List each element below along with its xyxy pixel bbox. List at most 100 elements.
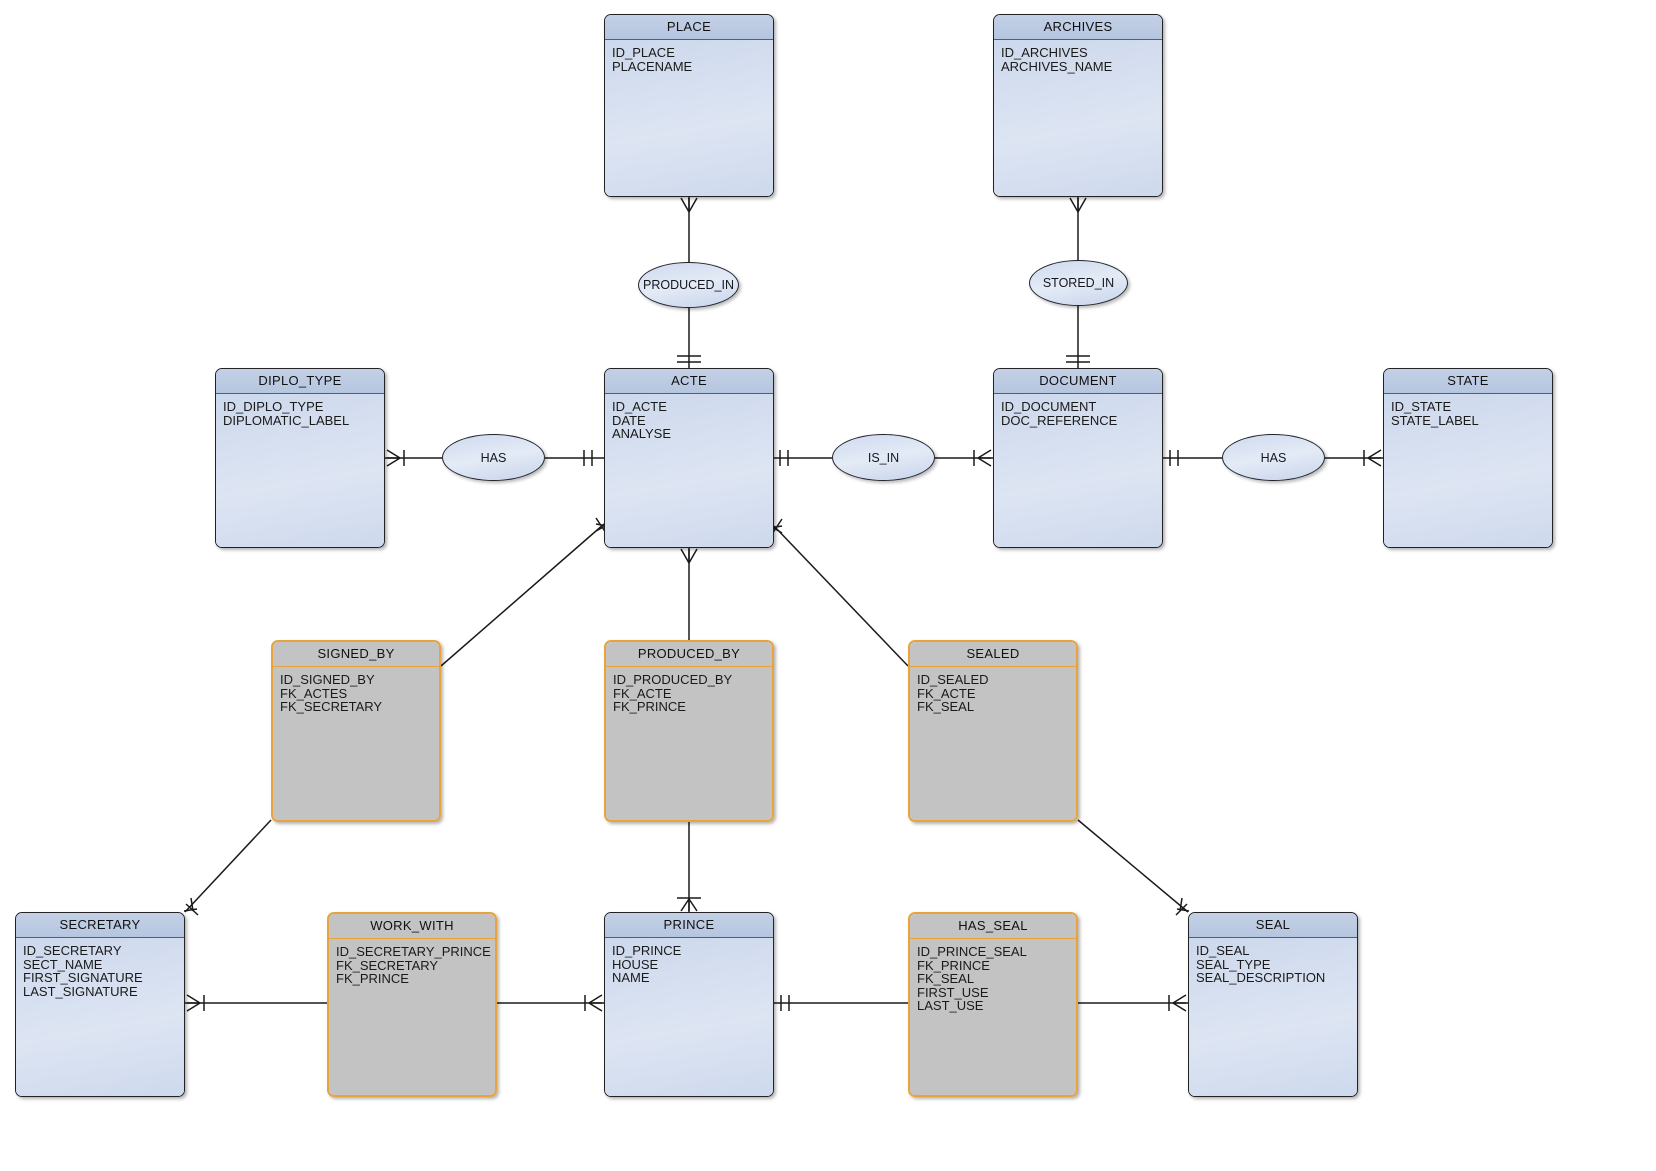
relationship-has_state[interactable]: HAS xyxy=(1222,434,1325,481)
crowfoot-seal-left xyxy=(1171,994,1187,1012)
crowfoot-prince-top xyxy=(680,897,698,912)
crowfoot-seal-corner xyxy=(1175,897,1190,916)
attribute-row: FK_SEAL xyxy=(917,699,975,715)
attribute-row: NAME xyxy=(612,970,650,986)
relationship-produced_in[interactable]: PRODUCED_IN xyxy=(638,262,739,308)
attribute-row: ID_PLACE xyxy=(612,45,675,60)
attribute-row: ID_SIGNED_BY xyxy=(280,672,375,687)
entity-title-place: PLACE xyxy=(605,15,773,40)
attribute-row: ID_ARCHIVES xyxy=(1001,45,1088,60)
relationship-label: HAS xyxy=(480,450,507,465)
entity-title-document: DOCUMENT xyxy=(994,369,1162,394)
attribute-row: FK_SEAL xyxy=(917,971,975,987)
entity-title-acte: ACTE xyxy=(605,369,773,394)
attribute-row: ID_DIPLO_TYPE xyxy=(223,399,324,414)
relationship-is_in[interactable]: IS_IN xyxy=(832,434,935,481)
attribute-row: ID_ACTE xyxy=(612,399,667,414)
attribute-row: ID_PRODUCED_BY xyxy=(613,672,733,687)
attribute-row: FK_SECRETARY xyxy=(280,699,383,715)
crowfoot-secretary-corner xyxy=(183,897,199,916)
attribute-row: DIPLOMATIC_LABEL xyxy=(223,412,350,428)
attribute-row: FIRST_SIGNATURE xyxy=(23,970,143,986)
crowfoot-state-left xyxy=(1366,449,1382,467)
crowfoot-document-left xyxy=(976,449,992,467)
attribute-row: ID_SECRETARY_PRINCE xyxy=(336,944,491,959)
attribute-row: ID_PRINCE xyxy=(612,943,682,958)
attribute-row: FK_ACTES xyxy=(280,685,348,701)
attribute-row: LAST_USE xyxy=(917,998,984,1014)
entity-title-produced_by: PRODUCED_BY xyxy=(606,642,772,667)
attribute-row: SEAL_TYPE xyxy=(1196,956,1271,972)
entity-title-seal: SEAL xyxy=(1189,913,1357,938)
attribute-row: ANALYSE xyxy=(612,426,672,442)
attribute-row: FK_ACTE xyxy=(917,685,976,701)
connector-acte-signed_by xyxy=(440,523,605,667)
attribute-row: FK_PRINCE xyxy=(613,699,686,715)
relationship-label: HAS xyxy=(1260,450,1287,465)
attribute-row: PLACENAME xyxy=(612,58,693,74)
attribute-row: SECT_NAME xyxy=(23,956,103,972)
entity-title-work_with: WORK_WITH xyxy=(329,914,495,939)
attribute-row: SEAL_DESCRIPTION xyxy=(1196,970,1326,986)
attribute-row: LAST_SIGNATURE xyxy=(23,983,138,999)
entity-title-prince: PRINCE xyxy=(605,913,773,938)
entity-title-diplo_type: DIPLO_TYPE xyxy=(216,369,384,394)
relationship-stored_in[interactable]: STORED_IN xyxy=(1029,260,1128,306)
connector-signed_by-secretary xyxy=(184,819,272,913)
entity-title-archives: ARCHIVES xyxy=(994,15,1162,40)
attribute-row: FK_PRINCE xyxy=(336,971,409,987)
connector-sealed-seal xyxy=(1077,819,1189,913)
crowfoot-place xyxy=(680,197,698,214)
entity-title-sealed: SEALED xyxy=(910,642,1076,667)
attribute-row: ARCHIVES_NAME xyxy=(1001,58,1113,74)
entity-title-has_seal: HAS_SEAL xyxy=(910,914,1076,939)
relationship-has_diplo[interactable]: HAS xyxy=(442,434,545,481)
attribute-row: ID_DOCUMENT xyxy=(1001,399,1097,414)
attribute-row: ID_SECRETARY xyxy=(23,943,122,958)
attribute-row: ID_PRINCE_SEAL xyxy=(917,944,1027,959)
attribute-row: FIRST_USE xyxy=(917,984,989,1000)
entity-title-state: STATE xyxy=(1384,369,1552,394)
crowfoot-acte-produced_by xyxy=(680,548,698,565)
entity-title-signed_by: SIGNED_BY xyxy=(273,642,439,667)
attribute-row: STATE_LABEL xyxy=(1391,412,1479,428)
crowfoot-diplo_type xyxy=(386,449,402,467)
attribute-row: DOC_REFERENCE xyxy=(1001,412,1118,428)
crowfoot-archives xyxy=(1069,197,1087,214)
crowfoot-prince-left xyxy=(587,994,603,1012)
relationship-label: PRODUCED_IN xyxy=(643,278,734,292)
attribute-row: FK_PRINCE xyxy=(917,957,990,973)
attribute-row: HOUSE xyxy=(612,956,659,972)
attribute-row: ID_SEALED xyxy=(917,672,989,687)
attribute-row: ID_STATE xyxy=(1391,399,1452,414)
